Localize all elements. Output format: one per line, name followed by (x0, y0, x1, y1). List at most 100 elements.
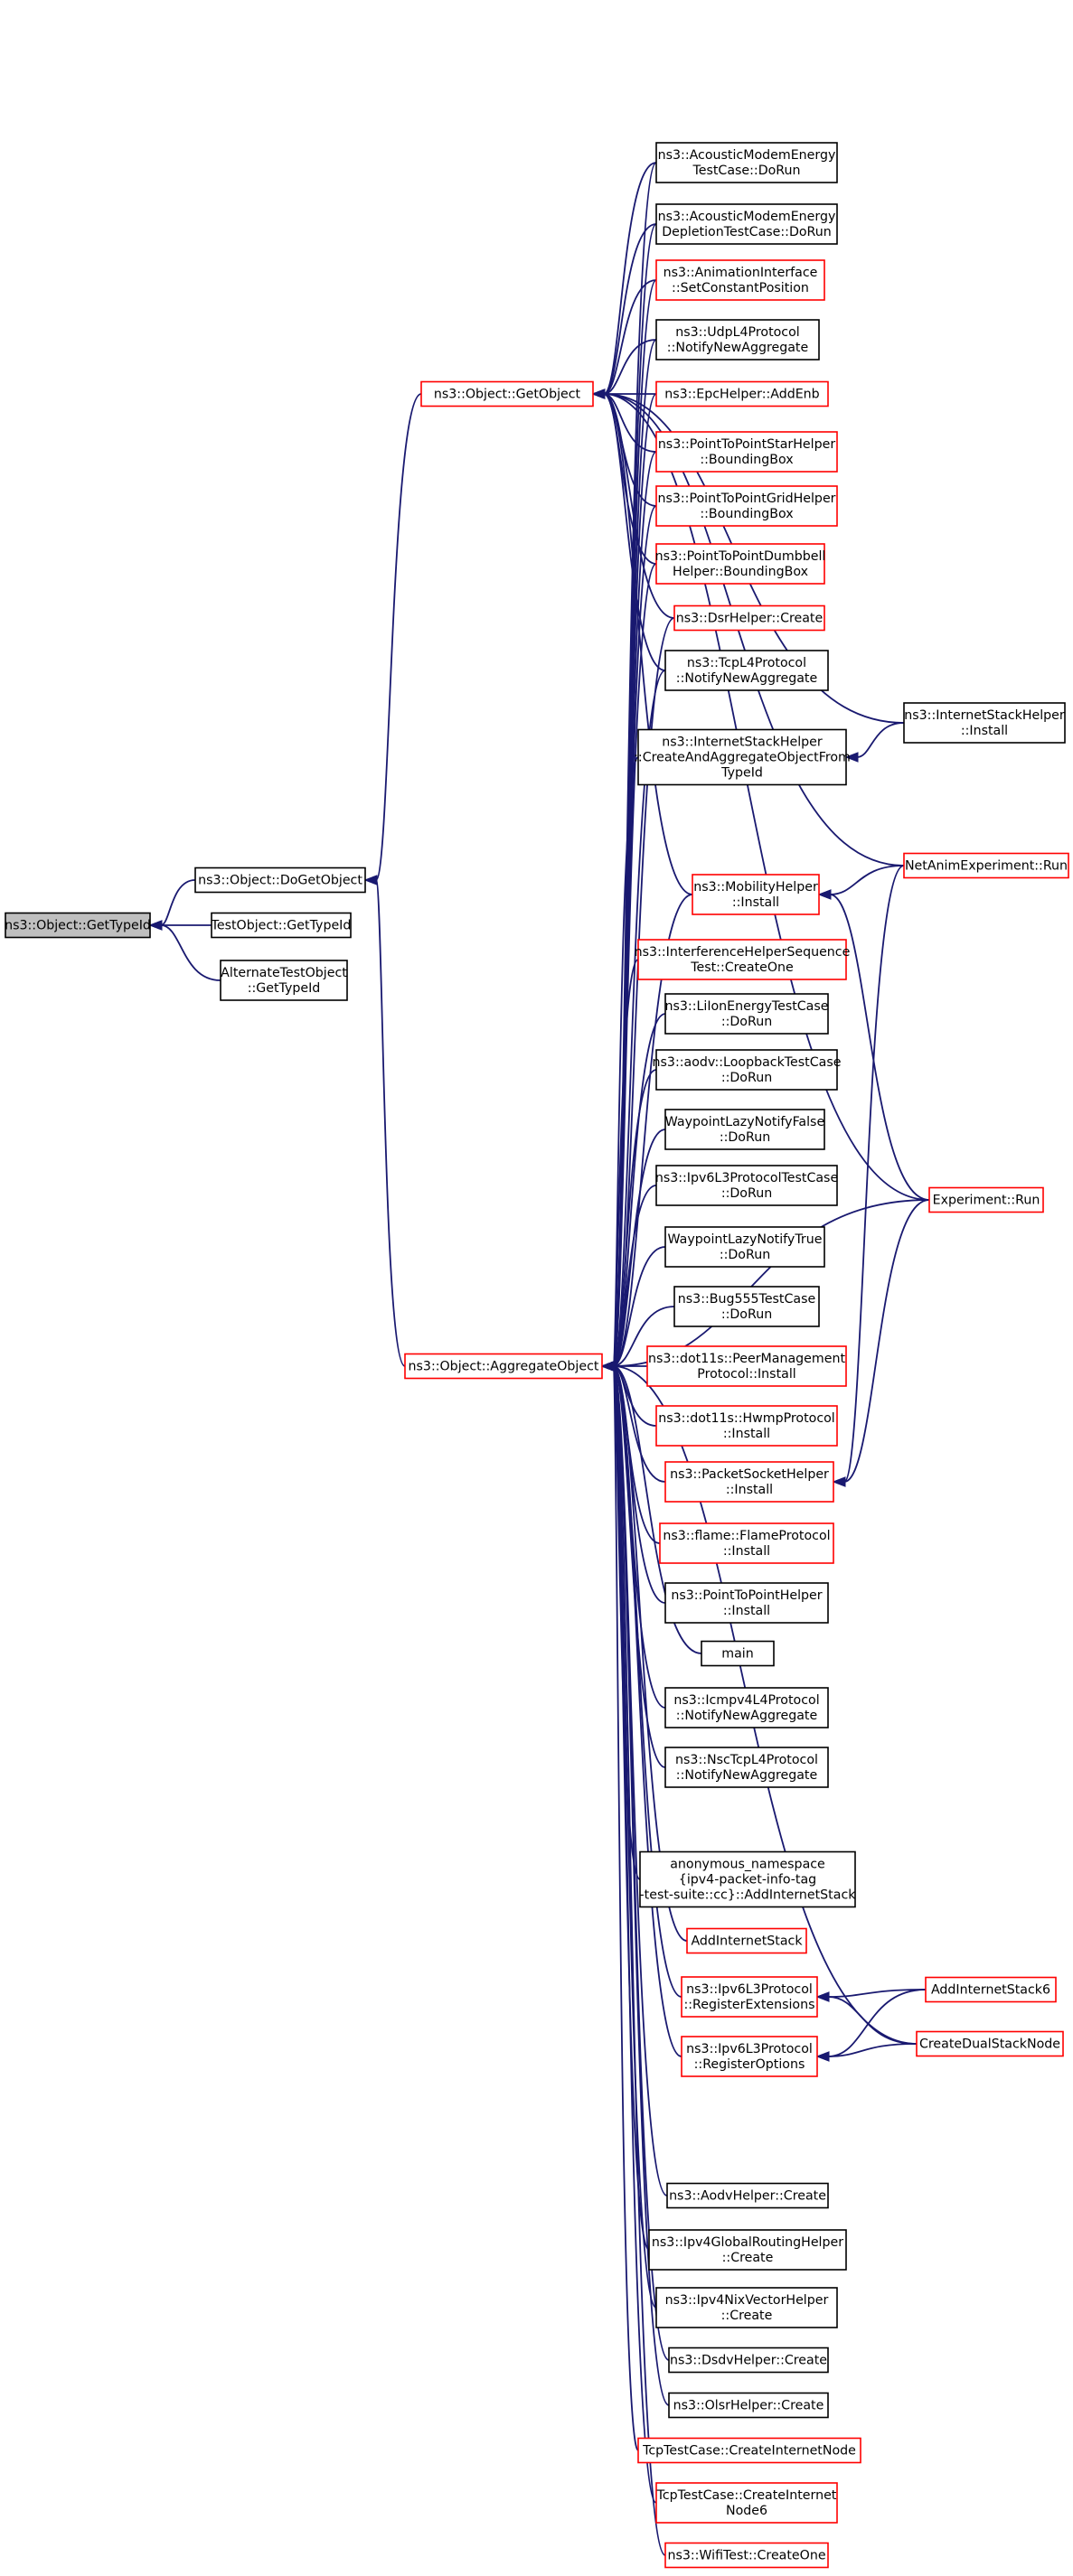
node-box-tcpcreatenode[interactable] (637, 2437, 861, 2464)
node-box-anonaddinternet[interactable] (639, 1850, 856, 1908)
node-alternatetestobject[interactable]: AlternateTestObject::GetTypeId (220, 960, 348, 1001)
node-nsctcpnotify[interactable]: ns3::NscTcpL4Protocol::NotifyNewAggregat… (664, 1747, 829, 1788)
node-box-ipv6regext[interactable] (681, 1976, 818, 2018)
node-interfhelperseq[interactable]: ns3::InterferenceHelperSequenceTest::Cre… (635, 939, 851, 980)
node-aggregateobject[interactable]: ns3::Object::AggregateObject (404, 1353, 603, 1380)
node-anonaddinternet[interactable]: anonymous_namespace{ipv4-packet-info-tag… (639, 1850, 857, 1908)
node-box-waypointtrue[interactable] (664, 1226, 825, 1268)
node-olsrcreate[interactable]: ns3::OlsrHelper::Create (668, 2392, 829, 2419)
node-box-ipv6l3test[interactable] (655, 1165, 838, 1206)
node-addinternetstack[interactable]: AddInternetStack (686, 1927, 807, 1954)
node-bug555[interactable]: ns3::Bug555TestCase::DoRun (673, 1286, 820, 1327)
node-ipv6regext[interactable]: ns3::Ipv6L3Protocol::RegisterExtensions (681, 1976, 818, 2018)
node-box-ipv4globalrouting[interactable] (648, 2229, 847, 2271)
node-box-p2pdumbbell[interactable] (655, 543, 825, 585)
node-box-tcpl4notify[interactable] (664, 650, 829, 691)
node-dogetobject[interactable]: ns3::Object::DoGetObject (194, 866, 366, 894)
node-box-flame[interactable] (659, 1522, 834, 1564)
node-box-udpl4notify[interactable] (655, 319, 820, 361)
node-createdualstack[interactable]: CreateDualStackNode (916, 2030, 1064, 2057)
node-box-acousticdepletion[interactable] (655, 203, 838, 245)
node-box-aggregateobject[interactable] (404, 1353, 603, 1380)
node-box-epcaddenb[interactable] (655, 380, 829, 407)
node-box-interfhelperseq[interactable] (637, 939, 847, 980)
node-ipv4globalrouting[interactable]: ns3::Ipv4GlobalRoutingHelper::Create (648, 2229, 847, 2271)
node-createaggfromtypeid[interactable]: ns3::InternetStackHelper::CreateAndAggre… (634, 728, 851, 786)
node-box-ipv6regopt[interactable] (681, 2036, 818, 2077)
node-udpl4notify[interactable]: ns3::UdpL4Protocol::NotifyNewAggregate (655, 319, 820, 361)
node-box-dogetobject[interactable] (194, 866, 366, 894)
node-box-getobject[interactable] (420, 380, 594, 407)
node-dsrcreate[interactable]: ns3::DsrHelper::Create (673, 604, 825, 632)
node-box-mobilityinstall[interactable] (692, 874, 820, 915)
node-box-testobject[interactable] (211, 912, 352, 939)
node-ipv6l3test[interactable]: ns3::Ipv6L3ProtocolTestCase::DoRun (655, 1165, 838, 1206)
node-box-hwmp[interactable] (655, 1405, 838, 1447)
node-box-main[interactable] (701, 1640, 775, 1667)
node-box-p2pstar[interactable] (655, 431, 838, 473)
node-box-tcpcreatenode6[interactable] (655, 2482, 838, 2524)
node-box-olsrcreate[interactable] (668, 2392, 829, 2419)
node-p2phelperinstall[interactable]: ns3::PointToPointHelper::Install (664, 1582, 829, 1624)
node-dsdvcreate[interactable]: ns3::DsdvHelper::Create (668, 2347, 829, 2374)
node-icmpv4notify[interactable]: ns3::Icmpv4L4Protocol::NotifyNewAggregat… (664, 1687, 829, 1728)
node-box-nsctcpnotify[interactable] (664, 1747, 829, 1788)
node-ipv4nixvector[interactable]: ns3::Ipv4NixVectorHelper::Create (655, 2287, 838, 2328)
node-box-internetstackinstall[interactable] (903, 702, 1066, 744)
node-box-addinternetstack6[interactable] (925, 1976, 1057, 2003)
node-animsetconst[interactable]: ns3::AnimationInterface::SetConstantPosi… (655, 259, 825, 301)
node-peermgmt[interactable]: ns3::dot11s::PeerManagementProtocol::Ins… (646, 1345, 847, 1387)
node-lilonenergy[interactable]: ns3::LiIonEnergyTestCase::DoRun (664, 993, 829, 1035)
node-aodvloopback[interactable]: ns3::aodv::LoopbackTestCase::DoRun (653, 1049, 842, 1091)
node-box-waypointfalse[interactable] (664, 1109, 825, 1150)
node-ipv6regopt[interactable]: ns3::Ipv6L3Protocol::RegisterOptions (681, 2036, 818, 2077)
node-hwmp[interactable]: ns3::dot11s::HwmpProtocol::Install (655, 1405, 838, 1447)
node-flame[interactable]: ns3::flame::FlameProtocol::Install (659, 1522, 834, 1564)
node-box-packetsocket[interactable] (664, 1461, 834, 1503)
node-box-addinternetstack[interactable] (686, 1927, 807, 1954)
node-acousticdepletion[interactable]: ns3::AcousticModemEnergyDepletionTestCas… (655, 203, 838, 245)
node-netanimrun[interactable]: NetAnimExperiment::Run (903, 852, 1069, 879)
node-box-ipv4nixvector[interactable] (655, 2287, 838, 2328)
node-getobject[interactable]: ns3::Object::GetObject (420, 380, 594, 407)
node-p2pgrid[interactable]: ns3::PointToPointGridHelper::BoundingBox (655, 485, 838, 527)
node-box-alternatetestobject[interactable] (220, 960, 348, 1001)
node-box-experimentrun[interactable] (928, 1186, 1044, 1213)
node-packetsocket[interactable]: ns3::PacketSocketHelper::Install (664, 1461, 834, 1503)
node-box-icmpv4notify[interactable] (664, 1687, 829, 1728)
node-waypointfalse[interactable]: WaypointLazyNotifyFalse::DoRun (664, 1109, 825, 1150)
node-p2pstar[interactable]: ns3::PointToPointStarHelper::BoundingBox (655, 431, 838, 473)
node-box-p2pgrid[interactable] (655, 485, 838, 527)
node-mobilityinstall[interactable]: ns3::MobilityHelper::Install (692, 874, 820, 915)
node-box-p2phelperinstall[interactable] (664, 1582, 829, 1624)
node-box-wifitest[interactable] (664, 2542, 829, 2569)
node-box-acousticenergytest[interactable] (655, 142, 838, 183)
node-box-lilonenergy[interactable] (664, 993, 829, 1035)
node-internetstackinstall[interactable]: ns3::InternetStackHelper::Install (903, 702, 1066, 744)
node-addinternetstack6[interactable]: AddInternetStack6 (925, 1976, 1057, 2003)
node-box-dsrcreate[interactable] (673, 604, 825, 632)
node-box-createaggfromtypeid[interactable] (637, 728, 847, 786)
node-box-dsdvcreate[interactable] (668, 2347, 829, 2374)
node-experimentrun[interactable]: Experiment::Run (928, 1186, 1044, 1213)
node-epcaddenb[interactable]: ns3::EpcHelper::AddEnb (655, 380, 829, 407)
node-tcpcreatenode[interactable]: TcpTestCase::CreateInternetNode (637, 2437, 861, 2464)
node-main[interactable]: main (701, 1640, 775, 1667)
node-p2pdumbbell[interactable]: ns3::PointToPointDumbbellHelper::Boundin… (655, 543, 826, 585)
node-root[interactable]: ns3::Object::GetTypeId (5, 912, 151, 939)
node-box-createdualstack[interactable] (916, 2030, 1064, 2057)
node-box-aodvcreate[interactable] (666, 2182, 829, 2209)
node-testobject[interactable]: TestObject::GetTypeId (211, 912, 352, 939)
node-box-netanimrun[interactable] (903, 852, 1069, 879)
node-box-peermgmt[interactable] (646, 1345, 847, 1387)
node-box-aodvloopback[interactable] (655, 1049, 838, 1091)
node-box-root[interactable] (5, 912, 151, 939)
node-aodvcreate[interactable]: ns3::AodvHelper::Create (666, 2182, 829, 2209)
node-box-animsetconst[interactable] (655, 259, 825, 301)
node-waypointtrue[interactable]: WaypointLazyNotifyTrue::DoRun (664, 1226, 825, 1268)
node-box-bug555[interactable] (673, 1286, 820, 1327)
node-wifitest[interactable]: ns3::WifiTest::CreateOne (664, 2542, 829, 2569)
node-tcpl4notify[interactable]: ns3::TcpL4Protocol::NotifyNewAggregate (664, 650, 829, 691)
